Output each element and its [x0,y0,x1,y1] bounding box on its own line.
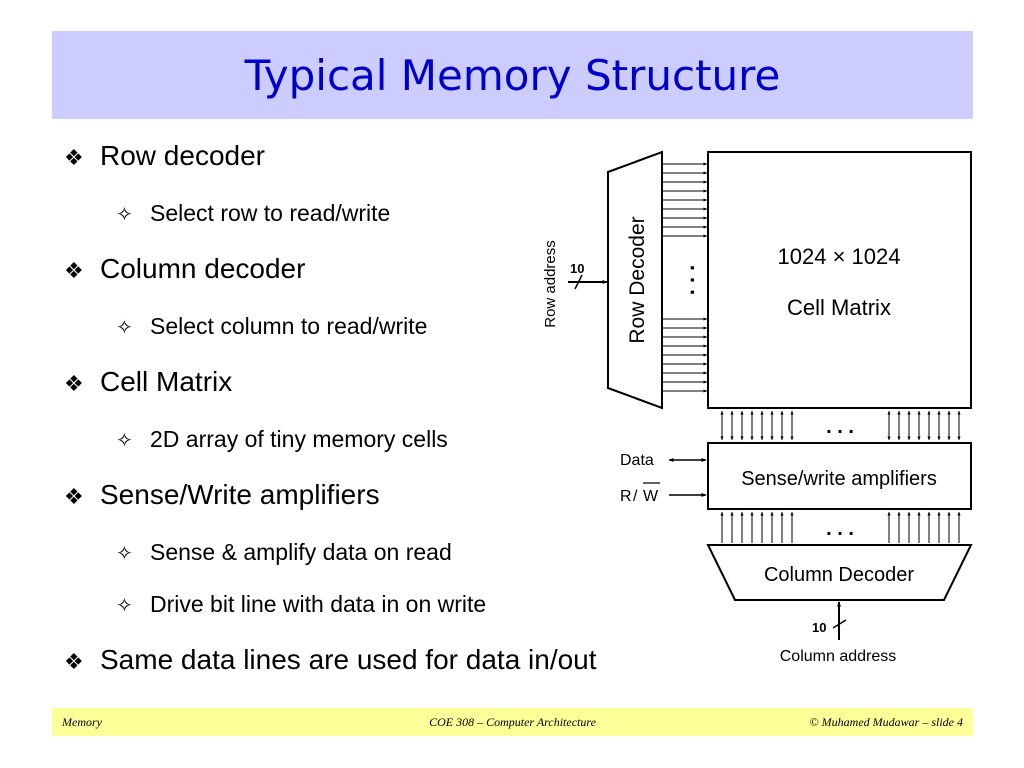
sub-bullet-text: Select row to read/write [150,200,391,226]
cell-matrix-label: Cell Matrix [787,295,891,320]
column-decoder-label: Column Decoder [764,564,914,586]
row-address-width: 10 [570,261,584,276]
rw-r-label: R [620,488,632,505]
bullet-item: ❖ Sense/Write amplifiers [64,479,380,511]
footer-left: Memory [62,715,102,729]
sub-bullet-text: Drive bit line with data in on write [150,591,487,617]
upper-bit-lines-ellipsis: . . . [826,416,854,438]
sub-bullet-text: 2D array of tiny memory cells [150,426,448,452]
diamond-bullet-icon: ❖ [64,146,84,171]
diamond-bullet-icon: ❖ [64,650,84,675]
row-decoder-label: Row Decoder [626,216,649,343]
diamond-bullet-icon: ❖ [64,485,84,510]
bullet-item: ❖ Row decoder [64,140,265,172]
four-point-star-icon: ✧ [116,428,133,452]
rw-w-label: W [643,488,659,505]
sub-bullet-item: ✧ Select column to read/write [116,313,427,340]
data-label: Data [620,452,654,469]
bullet-item: ❖ Cell Matrix [64,366,232,398]
four-point-star-icon: ✧ [116,593,133,617]
row-address-label: Row address [542,240,559,328]
column-address-width: 10 [812,620,826,635]
sense-amplifiers-block [707,442,972,510]
four-point-star-icon: ✧ [116,202,133,226]
column-address-bus-slash [832,619,847,629]
title-bar: Typical Memory Structure [52,31,973,119]
footer-right: © Muhamed Mudawar – slide 4 [809,715,963,729]
bit-lines-lower [720,511,961,543]
bullet-text: Cell Matrix [100,366,233,397]
footer-bar: Memory COE 308 – Computer Architecture ©… [52,708,973,736]
bit-lines-upper [720,410,961,441]
diamond-bullet-icon: ❖ [64,259,84,284]
bullet-text: Column decoder [100,253,306,284]
bullet-text: Same data lines are used for data in/out [100,644,597,675]
bullet-text: Row decoder [100,140,265,171]
bullet-item: ❖ Same data lines are used for data in/ou… [64,644,597,676]
row-decoder-block [607,150,663,410]
sense-amplifiers-label: Sense/write amplifiers [741,468,937,490]
bullet-item: ❖ Column decoder [64,253,305,285]
row-lines-ellipsis: . . . [674,265,699,296]
rw-slash-label: / [633,488,638,505]
sub-bullet-item: ✧ 2D array of tiny memory cells [116,426,448,453]
column-decoder-block [706,544,973,601]
row-decoder-output-lines [662,162,708,393]
cell-matrix-block [707,151,972,409]
bullet-text: Sense/Write amplifiers [100,479,380,510]
sub-bullet-item: ✧ Sense & amplify data on read [116,539,452,566]
sub-bullet-text: Sense & amplify data on read [150,539,452,565]
four-point-star-icon: ✧ [116,541,133,565]
four-point-star-icon: ✧ [116,315,133,339]
slide-title: Typical Memory Structure [244,50,781,100]
cell-matrix-size: 1024 × 1024 [778,244,901,269]
row-address-bus-slash [574,274,583,290]
footer-center: COE 308 – Computer Architecture [429,715,596,729]
sub-bullet-item: ✧ Select row to read/write [116,200,390,227]
column-address-label: Column address [780,648,897,665]
sub-bullet-text: Select column to read/write [150,313,428,339]
sub-bullet-item: ✧ Drive bit line with data in on write [116,591,486,618]
diamond-bullet-icon: ❖ [64,372,84,397]
lower-bit-lines-ellipsis: . . . [826,518,854,540]
